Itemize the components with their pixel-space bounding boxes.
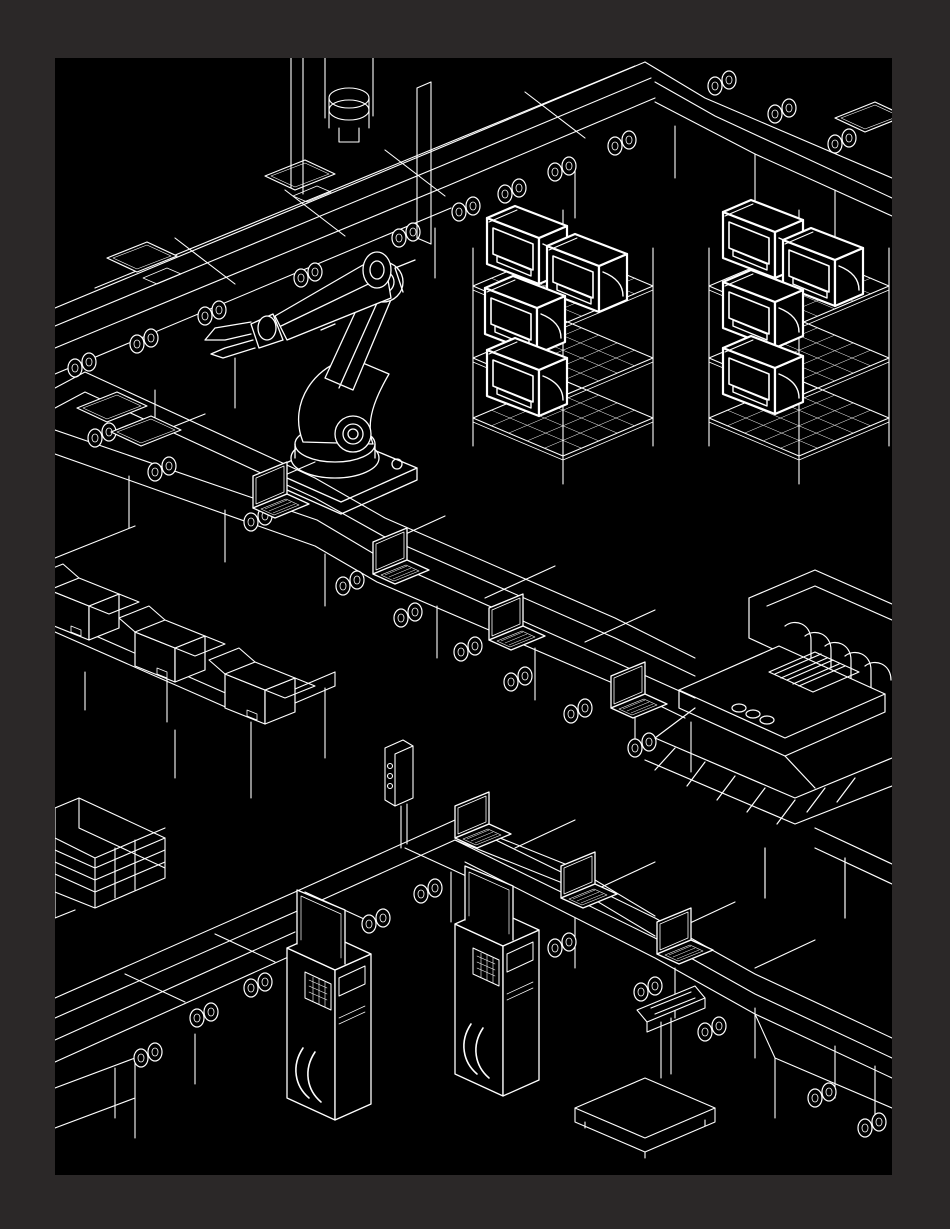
- factory-line-art: [55, 58, 892, 1175]
- factory-illustration: [55, 58, 892, 1175]
